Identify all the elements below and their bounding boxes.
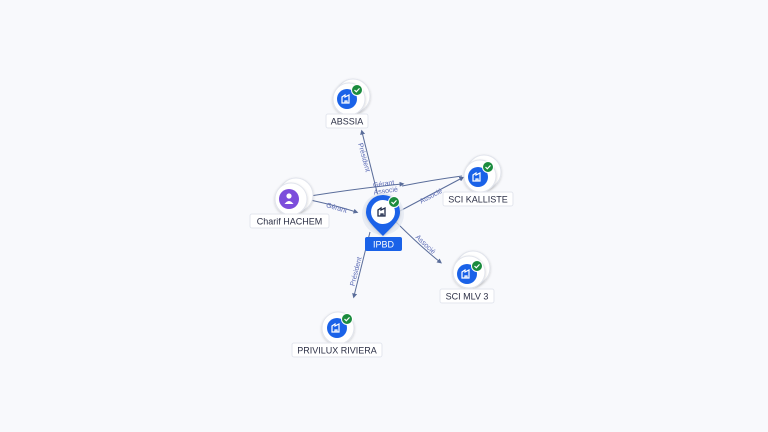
verified-check-icon — [351, 84, 363, 96]
edge-charif-kalliste-associe[interactable]: Associé — [373, 175, 463, 197]
node-privilux-riviera[interactable]: PRIVILUX RIVIERA — [291, 311, 383, 358]
verified-check-icon — [482, 161, 494, 173]
edge-label: Associé — [414, 234, 437, 256]
edge-ipbd-mlv3[interactable]: Associé — [395, 221, 442, 264]
node-ipbd-center[interactable]: IPBD — [362, 193, 404, 251]
edge-label: Président — [350, 256, 364, 286]
building-icon — [468, 167, 488, 187]
edge-charif-ipbd[interactable]: Gérant — [309, 199, 359, 215]
building-icon — [327, 318, 347, 338]
node-label: Charif HACHEM — [257, 217, 323, 227]
edge-label: Associé — [419, 188, 444, 206]
edge-label: Gérant — [373, 180, 395, 190]
node-charif-hachem[interactable]: Charif HACHEM — [249, 177, 330, 229]
node-sci-kalliste[interactable]: SCI KALLISTE — [442, 154, 514, 207]
node-sci-mlv3[interactable]: SCI MLV 3 — [439, 250, 495, 304]
node-abssia[interactable]: ABSSIA — [325, 78, 371, 129]
node-label: ABSSIA — [331, 117, 364, 127]
edge-label: Gérant — [325, 202, 348, 215]
node-label: SCI KALLISTE — [448, 195, 508, 205]
verified-check-icon — [341, 313, 353, 325]
verified-check-icon — [388, 196, 400, 208]
edge-label: Associé — [373, 186, 398, 196]
building-icon — [337, 89, 357, 109]
edge-charif-kalliste-gerant[interactable]: Gérant — [309, 180, 405, 197]
person-icon — [279, 189, 299, 209]
node-label: PRIVILUX RIVIERA — [297, 346, 377, 356]
verified-check-icon — [471, 260, 483, 272]
building-icon — [377, 206, 386, 217]
center-label: IPBD — [373, 240, 395, 250]
node-label: SCI MLV 3 — [446, 292, 489, 302]
